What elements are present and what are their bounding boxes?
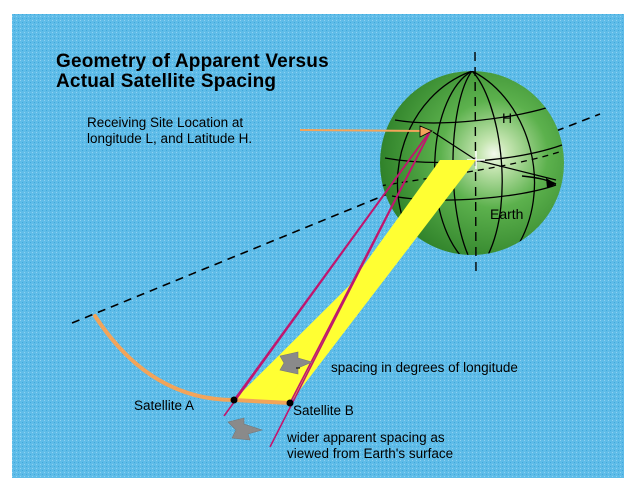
satellite-a-dot — [230, 396, 238, 404]
diagram-title: Geometry of Apparent Versus Actual Satel… — [56, 52, 329, 92]
receiving-site-label: Receiving Site Location at longitude L, … — [87, 115, 252, 147]
spacing-label: spacing in degrees of longitude — [331, 360, 518, 375]
apparent-spacing-line-1: wider apparent spacing as — [287, 430, 445, 445]
equatorial-plane-line-right — [555, 113, 601, 132]
satellite-b-dot — [286, 399, 294, 407]
satellite-b-label: Satellite B — [293, 403, 354, 418]
receiving-site-line-2: longitude L, and Latitude H. — [87, 131, 253, 146]
geostationary-arc — [93, 314, 292, 405]
apparent-spacing-line-2: viewed from Earth's surface — [287, 446, 454, 461]
equatorial-plane-line — [71, 192, 391, 324]
receiving-site-line-1: Receiving Site Location at — [87, 115, 244, 130]
latitude-label: H — [502, 110, 513, 126]
earth-label: Earth — [490, 206, 524, 222]
title-line-2: Actual Satellite Spacing — [56, 71, 277, 92]
apparent-spacing-label: wider apparent spacing as viewed from Ea… — [287, 430, 453, 462]
title-line-1: Geometry of Apparent Versus — [56, 51, 329, 72]
apparent-spacing-marker — [227, 417, 264, 441]
sight-lines — [223, 129, 432, 448]
satellite-a-label: Satellite A — [134, 398, 195, 413]
latitude-arrowhead — [546, 178, 556, 188]
receiving-site-marker — [419, 125, 433, 138]
yellow-beam-upper — [270, 160, 476, 395]
receiving-site-pointer — [299, 129, 424, 132]
